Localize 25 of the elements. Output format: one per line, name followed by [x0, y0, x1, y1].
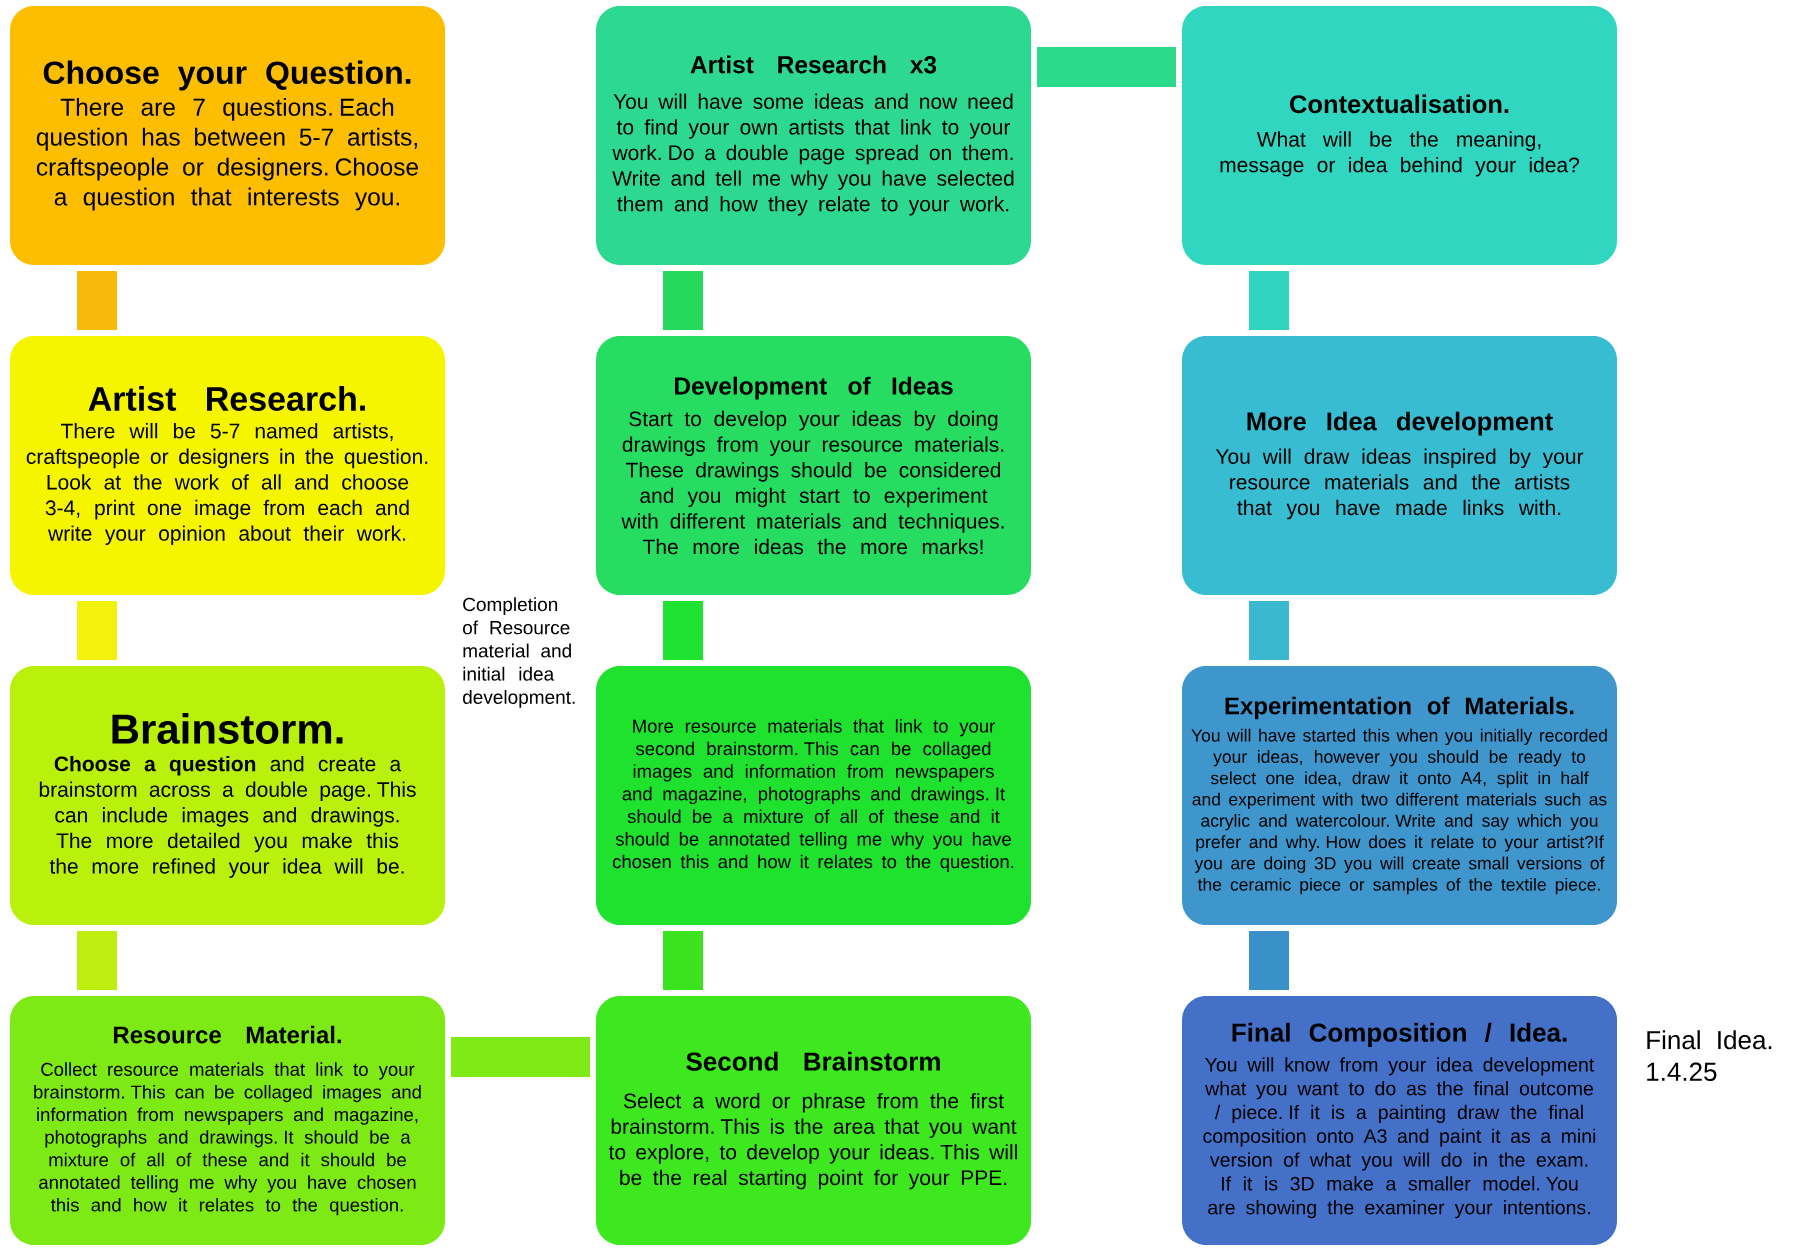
- process-box: Contextualisation. What will be the meaning, message or idea behind your idea?: [1182, 6, 1617, 265]
- connector-bar: [451, 1037, 590, 1077]
- connector-bar: [663, 931, 703, 990]
- side-note: Final Idea. 1.4.25: [1647, 1030, 1772, 1081]
- connector-bar: [1249, 271, 1289, 330]
- process-box: Second Brainstorm Select a word or phrase from the first brainstorm. This is the area that you want to explore, to develop your ideas. This will be the real starting point for your PPE.: [596, 996, 1031, 1245]
- process-box: Artist Research. There will be 5-7 named artists, craftspeople or designers in the question. Look at the work of all and choose 3-4, print one image from each and write your opinion about their work.: [10, 336, 445, 595]
- connector-bar: [77, 931, 117, 990]
- connector-bar: [1037, 47, 1176, 87]
- process-box: Resource Material. Collect resource materials that link to your brainstorm. This can be collaged images and information from newspapers and magazine, photographs and drawings. It should be a mixture of all of these and it should be annotated telling me why you have chosen this and how it relates to the question.: [10, 996, 445, 1245]
- process-box: More resource materials that link to your second brainstorm. This can be collaged images and information from newspapers and magazine, photographs and drawings. It should be a mixture of all of these and it should be annotated telling me why you have chosen this and how it relates to the question.: [596, 666, 1031, 925]
- connector-bar: [1249, 931, 1289, 990]
- process-box: Brainstorm. Choose a question and create a brainstorm across a double page. This can include images and drawings. The more detailed you make this the more refined your idea will be.: [10, 666, 445, 925]
- process-box: Final Composition / Idea. You will know from your idea development what you want to do as the final outcome / piece. If it is a painting draw the final composition onto A3 and paint it as a mini version of what you will do in the exam. If it is 3D make a smaller model. You are showing the examiner your intentions.: [1182, 996, 1617, 1245]
- process-box: Experimentation of Materials. You will have started this when you initially recorded your ideas, however you should be ready to select one idea, draw it onto A4, split in half and experiment with two different materials such as acrylic and watercolour. Write and say which you prefer and why. How does it relate to your artist?If you are doing 3D you will create small versions of the ceramic piece or samples of the textile piece.: [1182, 666, 1617, 925]
- process-box: Artist Research x3 You will have some ideas and now need to find your own artists that link to your work. Do a double page spread on them. Write and tell me why you have selected them and how they relate to your work.: [596, 6, 1031, 265]
- connector-bar: [77, 271, 117, 330]
- connector-bar: [1249, 601, 1289, 660]
- connector-bar: [663, 601, 703, 660]
- process-box: More Idea development You will draw ideas inspired by your resource materials and the artists that you have made links with.: [1182, 336, 1617, 595]
- process-box: Choose your Question. There are 7 questions. Each question has between 5-7 artists, craftspeople or designers. Choose a question that interests you.: [10, 6, 445, 265]
- note-text: Completion of Resource material and initial idea development.: [463, 597, 575, 708]
- connector-bar: [663, 271, 703, 330]
- process-box: Development of Ideas Start to develop your ideas by doing drawings from your resource materials. These drawings should be considered and you might start to experiment with different materials and techniques. The more ideas the more marks!: [596, 336, 1031, 595]
- connector-bar: [77, 601, 117, 660]
